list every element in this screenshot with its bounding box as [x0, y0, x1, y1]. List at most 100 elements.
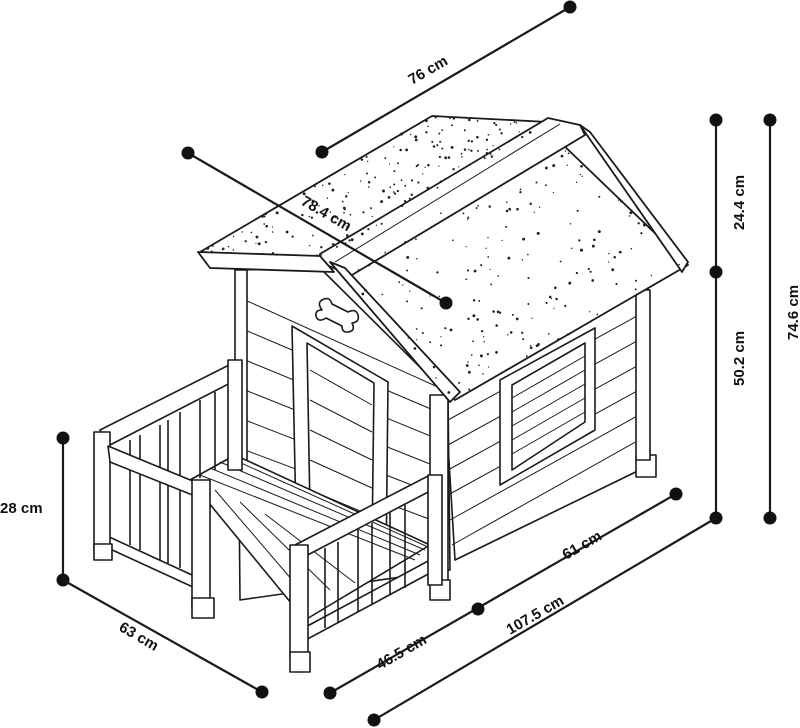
roof-speck: [436, 186, 439, 189]
dim-rail-height: 28 cm: [0, 431, 70, 587]
roof-speck: [389, 186, 392, 189]
roof-speck: [533, 211, 535, 213]
roof-speck: [552, 164, 556, 168]
roof-speck: [346, 225, 350, 229]
roof-speck: [495, 324, 498, 327]
roof-speck: [425, 119, 428, 123]
roof-speck: [221, 247, 225, 251]
roof-speck: [415, 238, 417, 240]
left-railing: [93, 359, 243, 589]
roof-speck: [406, 300, 409, 303]
roof-speck: [361, 292, 365, 296]
roof-speck: [447, 391, 451, 394]
roof-speck: [560, 154, 564, 158]
roof-speck: [360, 232, 364, 236]
roof-speck: [490, 155, 494, 158]
roof-speck: [547, 332, 550, 335]
roof-speck: [429, 341, 432, 344]
roof-speck: [212, 245, 214, 247]
roof-speck: [436, 144, 439, 147]
roof-speck: [521, 258, 524, 261]
roof-speck: [261, 215, 264, 218]
roof-speck: [387, 196, 391, 199]
roof-speck: [384, 251, 387, 254]
roof-speck: [467, 118, 471, 122]
roof-speck: [559, 260, 562, 263]
roof-speck: [496, 310, 500, 314]
roof-speck: [427, 163, 430, 167]
roof-speck: [406, 269, 408, 272]
roof-speck: [545, 184, 548, 187]
roof-speck: [548, 295, 552, 299]
roof-speck: [487, 256, 490, 258]
roof-speck: [581, 175, 583, 177]
roof-speck: [470, 140, 474, 143]
roof-speck: [553, 307, 555, 310]
roof-speck: [465, 245, 467, 248]
roof-speck: [569, 222, 572, 225]
roof-speck: [529, 344, 532, 347]
roof-speck: [480, 329, 484, 333]
roof-speck: [407, 336, 410, 339]
roof-speck: [452, 116, 456, 120]
roof-speck: [413, 347, 417, 350]
roof-speck: [522, 136, 524, 138]
roof-speck: [397, 162, 399, 165]
label-roof-depth: 76 cm: [406, 52, 451, 88]
roof-speck: [537, 343, 540, 346]
roof-speck: [375, 224, 378, 226]
roof-speck: [468, 388, 471, 391]
roof-speck: [511, 313, 514, 316]
roof-speck: [525, 169, 528, 171]
roof: [197, 115, 689, 403]
roof-speck: [320, 254, 323, 256]
roof-speck: [575, 271, 579, 275]
roof-speck: [331, 188, 335, 192]
roof-speck: [472, 340, 474, 343]
roof-speck: [451, 124, 454, 127]
roof-speck: [483, 336, 485, 338]
roof-speck: [490, 283, 493, 286]
roof-speck: [476, 135, 479, 139]
roof-speck: [422, 173, 424, 175]
roof-speck: [686, 263, 688, 266]
roof-speck: [369, 207, 372, 210]
roof-speck: [557, 338, 560, 341]
roof-speck: [365, 172, 369, 175]
side-window: [499, 327, 596, 486]
side-wall: [444, 284, 657, 561]
roof-speck: [566, 164, 568, 166]
roof-speck: [544, 166, 548, 170]
roof-speck: [451, 239, 454, 242]
roof-speck: [650, 274, 653, 277]
roof-speck: [472, 314, 476, 318]
roof-speck: [620, 200, 623, 203]
roof-speck: [487, 366, 490, 368]
dog-house-drawing: [93, 115, 689, 673]
roof-speck: [529, 346, 533, 350]
roof-speck: [629, 211, 633, 215]
roof-speck: [518, 131, 520, 133]
roof-speck: [527, 276, 530, 280]
roof-speck: [380, 222, 383, 225]
roof-speck: [367, 227, 370, 231]
roof-speck: [403, 200, 407, 203]
roof-speck: [505, 225, 508, 228]
roof-speck: [350, 238, 354, 242]
roof-speck: [330, 218, 332, 220]
roof-speck: [436, 271, 439, 274]
roof-speck: [470, 354, 473, 356]
roof-speck: [575, 181, 578, 184]
roof-speck: [579, 248, 583, 252]
roof-speck: [348, 239, 351, 242]
roof-speck: [232, 235, 235, 238]
roof-speck: [628, 215, 631, 217]
label-roof-height: 24.4 cm: [731, 175, 748, 230]
roof-speck: [447, 156, 451, 159]
roof-speck: [467, 216, 470, 219]
roof-speck: [400, 204, 404, 207]
roof-speck: [427, 125, 429, 128]
roof-speck: [444, 327, 447, 330]
roof-speck: [400, 179, 403, 182]
